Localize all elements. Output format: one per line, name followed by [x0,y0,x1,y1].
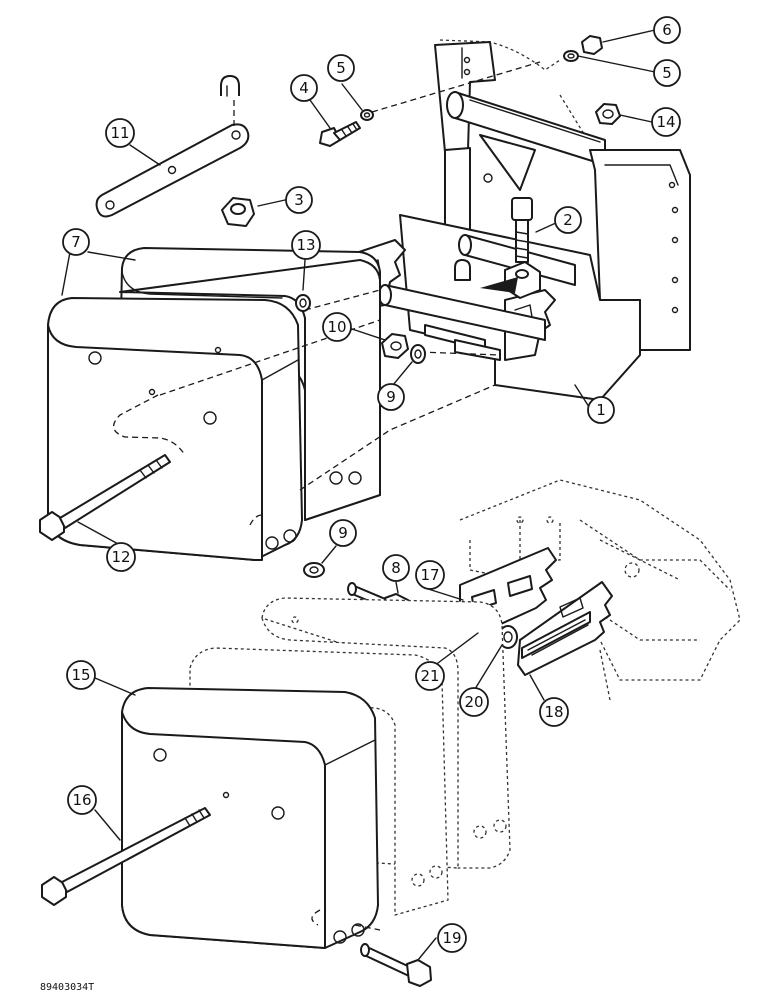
svg-text:19: 19 [442,929,461,947]
svg-text:9: 9 [386,388,396,406]
callout-5-right: 5 [653,59,681,87]
svg-text:11: 11 [110,124,129,142]
svg-text:17: 17 [420,566,439,584]
svg-text:6: 6 [662,21,672,39]
nut-part-14 [595,103,621,125]
svg-text:20: 20 [464,693,483,711]
weight-bracket-assembly [349,39,691,401]
callout-15: 15 [66,660,96,690]
bolt-part-4 [319,121,361,147]
weight-front [47,297,303,561]
callout-8: 8 [382,554,410,582]
washer-part-5-right [563,50,579,62]
callout-13: 13 [291,230,321,260]
callout-6: 6 [653,16,681,44]
callout-19: 19 [437,923,467,953]
svg-text:18: 18 [544,703,563,721]
svg-text:9: 9 [338,524,348,542]
svg-text:3: 3 [294,191,304,209]
bolt-part-16 [41,807,211,906]
callout-21: 21 [415,661,445,691]
svg-text:21: 21 [420,667,439,685]
svg-text:7: 7 [71,233,81,251]
svg-text:1: 1 [596,401,606,419]
callout-1: 1 [587,396,615,424]
nut-part-3 [221,197,255,227]
callout-14: 14 [651,107,681,137]
bolt-part-12 [39,454,171,541]
washer-part-9-upper [410,344,426,364]
svg-text:15: 15 [71,666,90,684]
callout-18: 18 [539,697,569,727]
callout-3: 3 [285,186,313,214]
leader-lines [61,29,656,961]
washer-part-5-left [360,109,374,121]
washer-part-9-lower [303,562,325,578]
callout-11: 11 [105,118,135,148]
svg-text:8: 8 [391,559,401,577]
spacer-part-13 [295,294,311,312]
svg-text:4: 4 [299,79,309,97]
clevis-pin [220,75,240,97]
callout-16: 16 [67,785,97,815]
svg-text:5: 5 [336,59,346,77]
bolt-part-19 [360,943,432,987]
nut-part-6 [581,35,603,55]
bracket-plate-part-18 [517,581,613,676]
svg-text:5: 5 [662,64,672,82]
callout-9-lower: 9 [329,519,357,547]
callout-2: 2 [554,206,582,234]
callout-17: 17 [415,560,445,590]
callout-12: 12 [106,542,136,572]
link-plate [95,100,250,218]
svg-text:2: 2 [563,211,573,229]
svg-text:14: 14 [656,113,675,131]
nut-part-10 [381,333,409,359]
callout-9-upper: 9 [377,383,405,411]
svg-text:16: 16 [72,791,91,809]
callout-4: 4 [290,74,318,102]
callout-20: 20 [459,687,489,717]
callout-5-left: 5 [327,54,355,82]
svg-text:12: 12 [111,548,130,566]
svg-text:10: 10 [327,318,346,336]
figure-reference-code: 89403034T [40,982,94,993]
weight-part-15 [121,687,379,949]
svg-text:13: 13 [296,236,315,254]
callout-10: 10 [322,312,352,342]
callout-7: 7 [62,228,90,256]
